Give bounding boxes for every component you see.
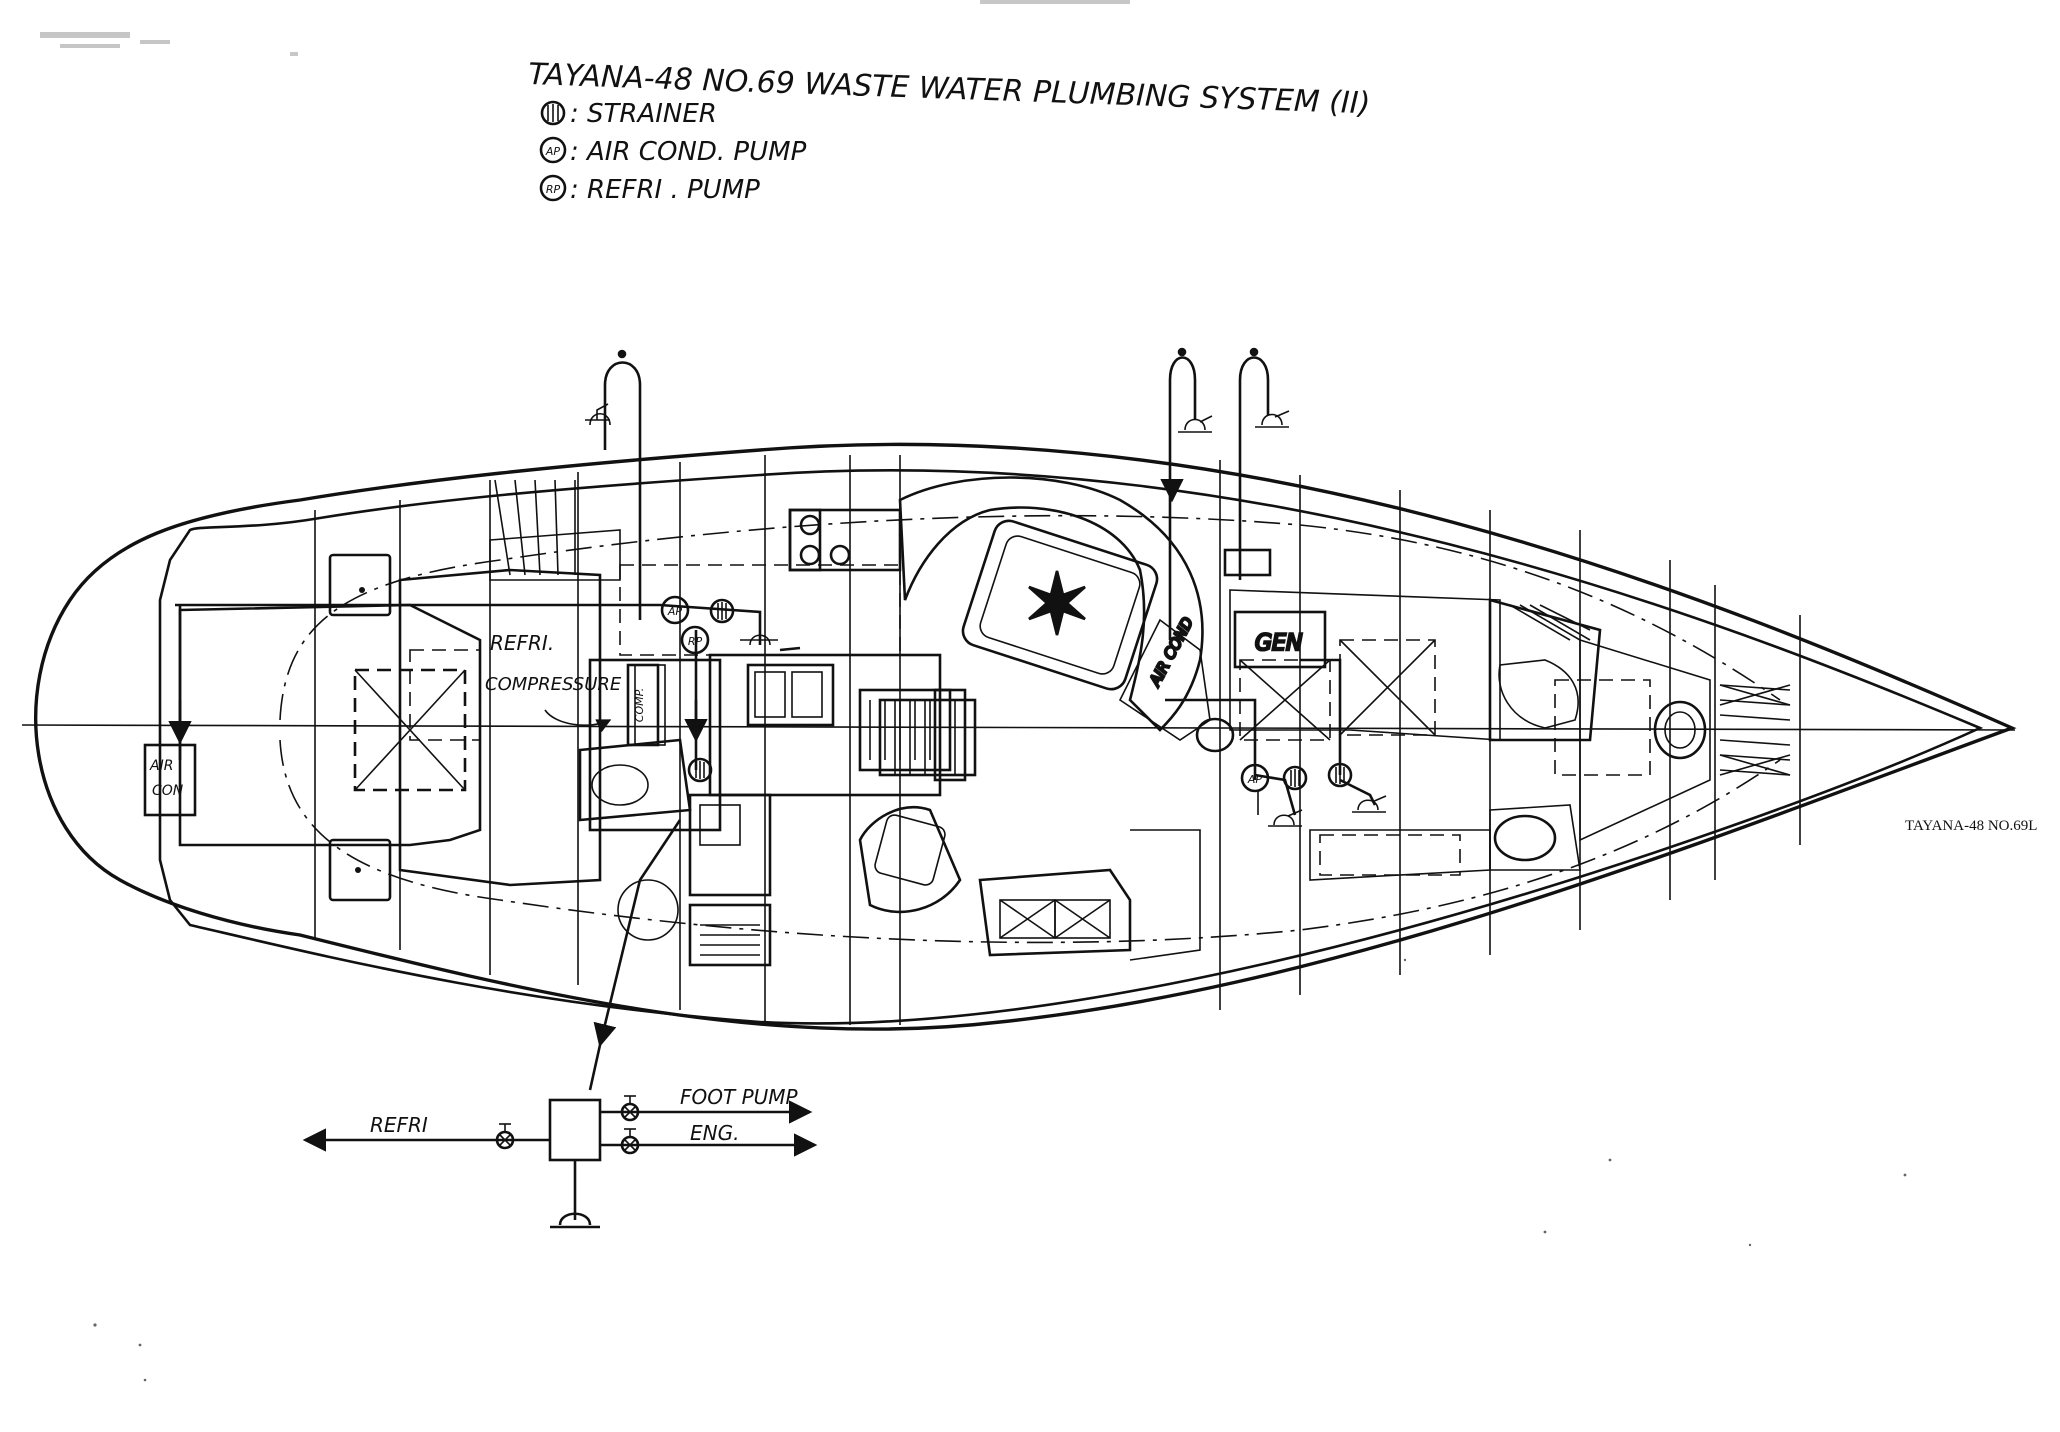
valve-refri [495, 1123, 515, 1150]
manifold-box [548, 1098, 602, 1162]
air-con-label-2: CON [152, 783, 184, 799]
refri-pump-aft: RP [680, 625, 710, 655]
strainer-aft [709, 598, 735, 624]
refri-compressure-label: REFRI. [490, 631, 554, 655]
pumps-aft: AP RP [660, 595, 735, 783]
legend-item-air-cond-pump: AP : AIR COND. PUMP [539, 136, 807, 167]
compressor-label: COMP. [633, 688, 646, 722]
svg-text:AP: AP [667, 605, 683, 618]
legend-label-air-cond-pump: : AIR COND. PUMP [570, 137, 807, 167]
manifold-label-foot-pump: FOOT PUMP [680, 1085, 799, 1109]
legend-label-refri-pump: : REFRI . PUMP [570, 175, 760, 205]
seacock-manifold [550, 1200, 600, 1229]
refri-compressor: COMP. REFRI. COMPRESSURE [485, 631, 660, 747]
legend-item-refri-pump: RP : REFRI . PUMP [539, 174, 760, 205]
refri-pump-symbol [539, 174, 567, 202]
legend-item-strainer: : STRAINER [540, 99, 717, 129]
svg-text:RP: RP [688, 635, 703, 648]
valve-eng [620, 1128, 640, 1155]
air-con-label: AIR [149, 758, 173, 774]
air-cond-pump-forward: AP [1240, 763, 1270, 793]
compass-rose-icon [1028, 570, 1086, 636]
galley [489, 479, 967, 967]
valve-foot-pump [620, 1095, 640, 1122]
svg-text:AP: AP [1247, 773, 1263, 786]
scan-noise [40, 0, 1130, 56]
saloon: AIR COND [858, 476, 1235, 961]
strainer-forward-2 [1327, 762, 1353, 788]
svg-text:RP: RP [546, 183, 561, 196]
refri-compressure-label-2: COMPRESSURE [485, 674, 622, 695]
svg-text:AP: AP [545, 145, 561, 158]
scan-specks [93, 958, 1907, 1382]
drawing-ref: TAYANA-48 NO.69L [1905, 818, 2037, 834]
air-con-unit: AIR CON [143, 743, 197, 817]
hull-outline [34, 442, 2017, 1031]
manifold-label-refri: REFRI [370, 1113, 428, 1137]
manifold-label-eng: ENG. [690, 1121, 739, 1145]
aft-cabin [178, 553, 602, 902]
plumbing-forward [1160, 347, 1387, 827]
gen-label: GEN [1255, 631, 1302, 656]
legend: : STRAINER AP : AIR COND. PUMP RP : REFR… [539, 99, 807, 205]
legend-label-strainer: : STRAINER [570, 99, 717, 129]
air-cond-pump-aft: AP [660, 595, 690, 625]
plumbing-aft [168, 349, 801, 1091]
cabin-top-dashline-lower [279, 739, 1781, 944]
forward-cabins: GEN [1223, 548, 1791, 881]
strainer-symbol [540, 100, 566, 126]
pumps-forward: AP [1240, 762, 1353, 793]
centerline [21, 724, 2016, 731]
hull-plan: AIR CON [21, 347, 2017, 1091]
waste-manifold: REFRI FOOT PUMP ENG. [302, 1085, 818, 1229]
air-cond-pump-symbol [539, 136, 567, 164]
strainer-galley [687, 757, 713, 783]
cabin-top-dashline [279, 514, 1781, 721]
strainer-forward-1 [1282, 765, 1308, 791]
companionway [878, 698, 977, 777]
